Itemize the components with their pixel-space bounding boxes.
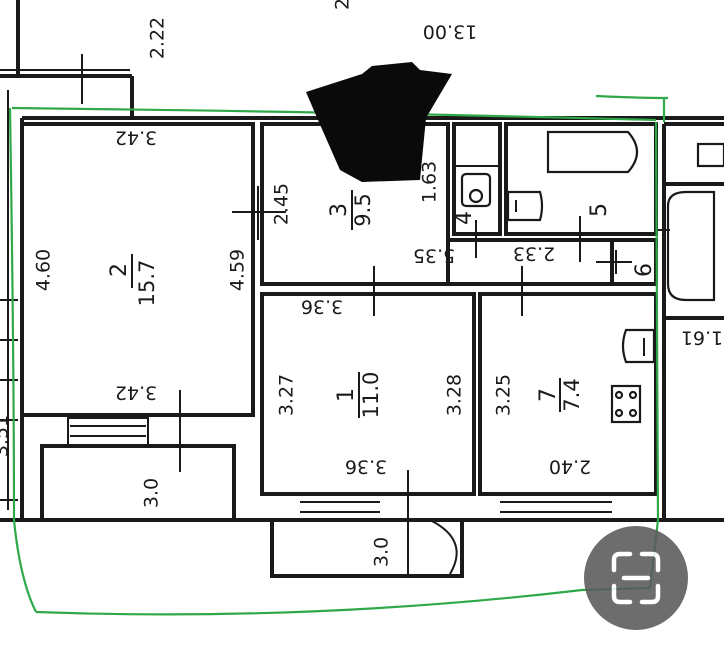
room-number: 3 — [327, 203, 352, 217]
room-number: 4 — [452, 211, 477, 225]
dim-balcony-left: 3.0 — [141, 478, 163, 508]
dim-top-small: 2 — [332, 0, 354, 10]
room-area: 15.7 — [135, 260, 159, 307]
redaction-mark — [306, 62, 452, 182]
dim-room3-height: 2.45 — [271, 183, 293, 225]
dim-room3-width: 5.35 — [413, 245, 455, 267]
dim-room1-width-top: 3.36 — [301, 296, 343, 318]
dim-room1-height-right: 3.28 — [444, 374, 466, 416]
door-marks — [68, 54, 670, 576]
dim-room7-height: 3.25 — [493, 374, 515, 416]
room-labels: 2 15.7 3 9.5 1 11.0 7 7.4 4 5 6 — [107, 190, 657, 418]
room-number: 7 — [536, 388, 561, 402]
dim-room2-height-right: 4.59 — [227, 249, 249, 291]
scan-text-button[interactable] — [584, 526, 688, 630]
dim-room2-width-bottom: 3.42 — [115, 382, 157, 404]
dim-corridor-width: 2.33 — [513, 243, 555, 265]
dim-room2-height-left: 4.60 — [33, 249, 55, 291]
dim-right-edge: 1.61 — [681, 327, 723, 349]
fixtures — [460, 130, 724, 424]
dimension-labels: 13.00 2 2.22 3.42 3.42 4.60 4.59 3.51 2.… — [0, 0, 723, 567]
room-number: 6 — [632, 263, 657, 277]
room-area: 7.4 — [560, 378, 584, 411]
dim-balcony-bottom: 3.0 — [371, 537, 393, 567]
room-number: 5 — [587, 203, 612, 217]
green-outline — [8, 94, 669, 616]
room-area: 11.0 — [359, 372, 383, 419]
dim-top-width: 13.00 — [423, 21, 477, 43]
dim-room7-width: 2.40 — [549, 456, 591, 478]
dim-room2-width-top: 3.42 — [115, 127, 157, 149]
dim-left-edge: 3.51 — [0, 415, 13, 457]
scan-text-icon — [611, 551, 661, 605]
dim-left-top: 2.22 — [147, 17, 169, 59]
room-number: 1 — [334, 388, 359, 402]
dim-room1-width-bottom: 3.36 — [345, 456, 387, 478]
room-number: 2 — [107, 263, 132, 277]
dim-room1-height-left: 3.27 — [276, 374, 298, 416]
room-area: 9.5 — [351, 193, 375, 226]
dim-bath-height: 1.63 — [419, 161, 441, 203]
